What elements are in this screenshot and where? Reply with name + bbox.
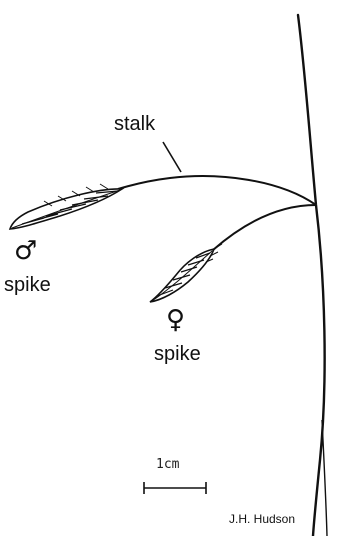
stem-edge-line	[322, 420, 327, 536]
female-spike-stalk	[213, 205, 316, 250]
scale-label: 1cm	[156, 458, 179, 471]
female-symbol: ♀	[166, 307, 185, 333]
female-spike	[150, 244, 222, 302]
female-spike-label: spike	[154, 344, 201, 364]
male-spike-label: spike	[4, 275, 51, 295]
scale-bar	[144, 482, 206, 494]
main-stem	[298, 15, 325, 536]
male-spike-stalk	[118, 176, 316, 205]
illustrator-credit: J.H. Hudson	[229, 513, 295, 525]
stalk-label: stalk	[114, 114, 155, 134]
male-symbol: ♂	[14, 238, 37, 264]
male-spike	[10, 184, 122, 229]
stalk-pointer-line	[163, 142, 181, 172]
